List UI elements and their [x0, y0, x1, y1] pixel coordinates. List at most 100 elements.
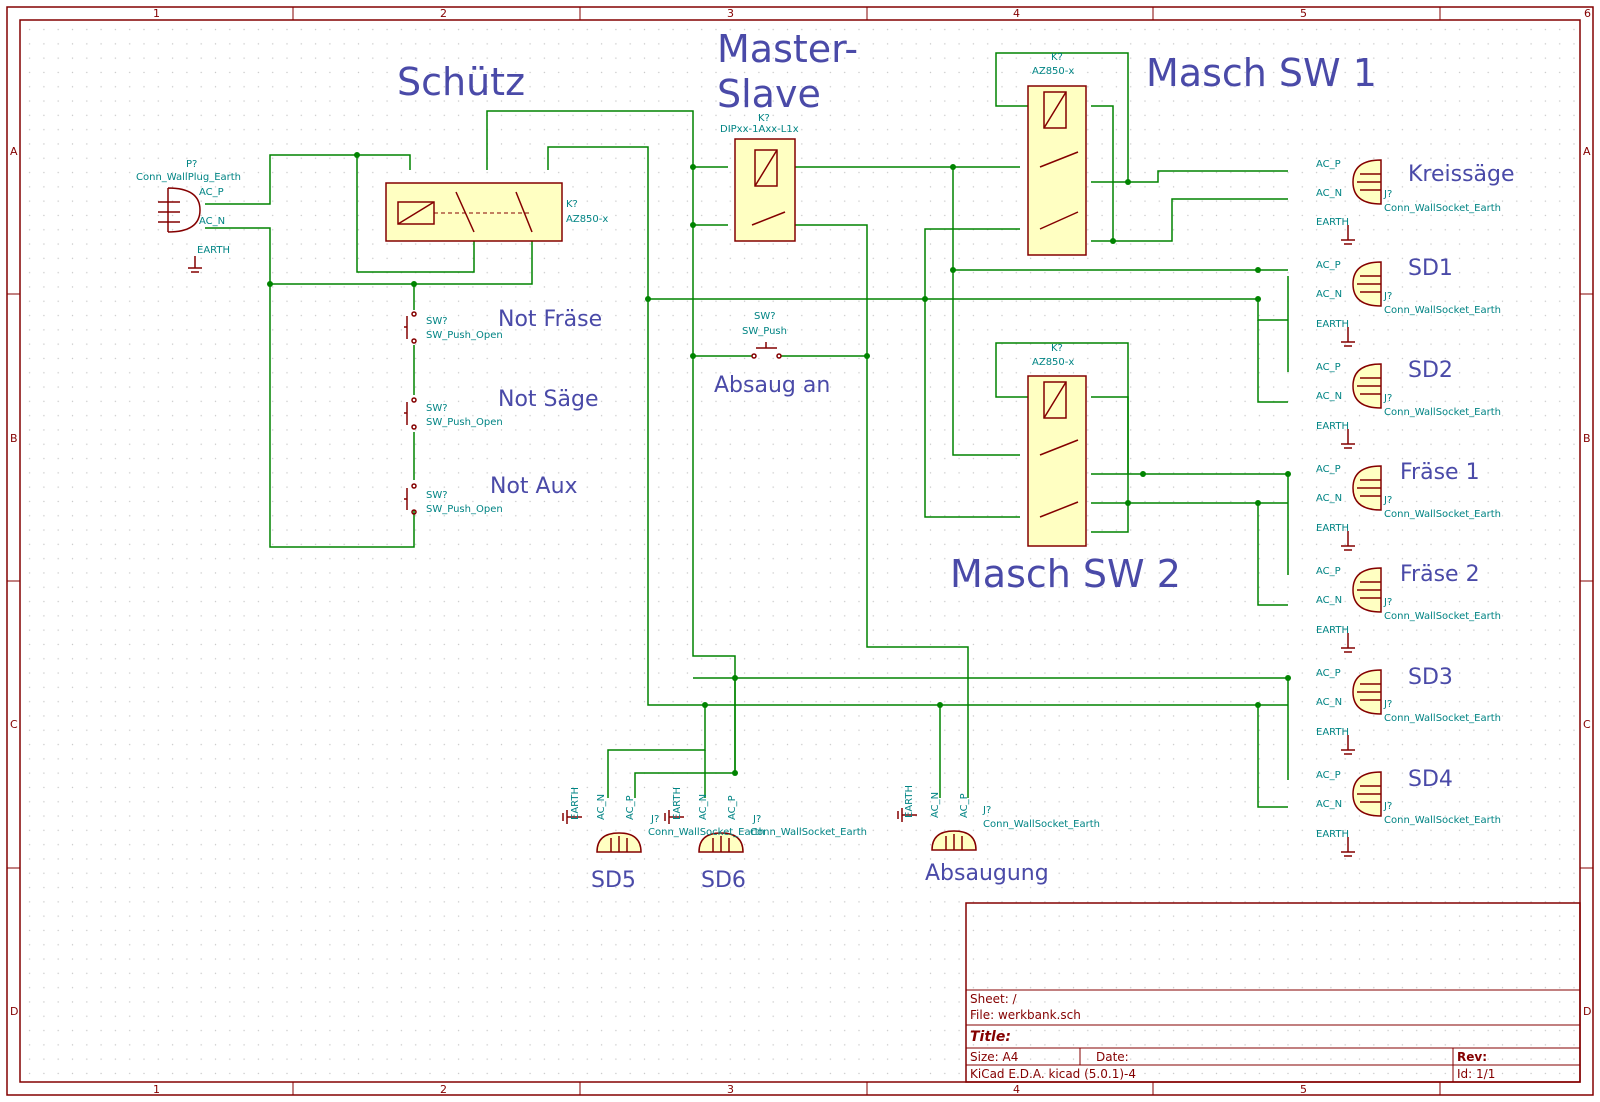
- label-not-fraese: Not Fräse: [498, 307, 602, 332]
- sd2-ref: J?: [1383, 393, 1392, 404]
- label-schuetz: Schütz: [397, 60, 525, 104]
- sd1-acp: AC_P: [1316, 260, 1341, 271]
- kreis-earth: EARTH: [1316, 217, 1349, 228]
- plug-value: Conn_WallPlug_Earth: [136, 172, 241, 183]
- fr1-acp: AC_P: [1316, 464, 1341, 475]
- sd6-ref: J?: [752, 814, 761, 825]
- tb-kicad: KiCad E.D.A. kicad (5.0.1)-4: [970, 1067, 1136, 1081]
- sd6-acp: AC_P: [727, 795, 738, 820]
- label-sd6: SD6: [701, 868, 746, 893]
- right-socket-labels: AC_P AC_N EARTH J? Conn_WallSocket_Earth…: [1316, 159, 1501, 840]
- label-sd5: SD5: [591, 868, 636, 893]
- socket-sd5[interactable]: [562, 810, 642, 853]
- sd5-acn: AC_N: [596, 794, 607, 820]
- tb-file: File: werkbank.sch: [970, 1008, 1081, 1022]
- tb-sheet: Sheet: /: [970, 992, 1018, 1006]
- tb-date: Date:: [1096, 1050, 1129, 1064]
- tb-rev: Rev:: [1457, 1050, 1487, 1064]
- kreis-value: Conn_WallSocket_Earth: [1384, 203, 1501, 214]
- master-slave-relay[interactable]: [734, 138, 796, 242]
- label-not-saege: Not Säge: [498, 387, 598, 412]
- sd2-acp: AC_P: [1316, 362, 1341, 373]
- socket-sd4[interactable]: [1341, 771, 1382, 857]
- sd3-ref: J?: [1383, 699, 1392, 710]
- socket-fraese1[interactable]: [1341, 465, 1382, 551]
- sd2-earth: EARTH: [1316, 421, 1349, 432]
- sd2-value: Conn_WallSocket_Earth: [1384, 407, 1501, 418]
- kreis-acn: AC_N: [1316, 188, 1342, 199]
- bottom-sockets: [562, 808, 977, 853]
- label-fraese2: Fräse 2: [1400, 562, 1480, 587]
- masch-sw2-relay[interactable]: [1027, 375, 1087, 547]
- not-aux-switch[interactable]: [404, 483, 417, 515]
- schuetz-ref: K?: [566, 199, 578, 210]
- sd3-acp: AC_P: [1316, 668, 1341, 679]
- sd6-acn: AC_N: [698, 794, 709, 820]
- masch-sw1-relay[interactable]: [1027, 85, 1087, 256]
- row-label-d-right: D: [1583, 1005, 1591, 1018]
- sd1-earth: EARTH: [1316, 319, 1349, 330]
- fr2-acp: AC_P: [1316, 566, 1341, 577]
- fr1-acn: AC_N: [1316, 493, 1342, 504]
- socket-absaugung[interactable]: [897, 808, 977, 851]
- plug-pin-acn: AC_N: [199, 216, 225, 227]
- abs-acn: AC_N: [930, 792, 941, 818]
- socket-sd3[interactable]: [1341, 669, 1382, 755]
- plug-pin-earth: EARTH: [197, 245, 230, 256]
- socket-sd2[interactable]: [1341, 363, 1382, 449]
- fr2-value: Conn_WallSocket_Earth: [1384, 611, 1501, 622]
- section-labels: Schütz Master- Slave Masch SW 1 Masch SW…: [397, 27, 1515, 893]
- col-label-2: 2: [440, 7, 447, 20]
- label-fraese1: Fräse 1: [1400, 460, 1480, 485]
- not-saege-switch[interactable]: [404, 397, 417, 430]
- label-not-aux: Not Aux: [490, 474, 578, 499]
- push-ref: SW?: [754, 311, 776, 322]
- sw1-ref: K?: [1051, 52, 1063, 63]
- tb-title: Title:: [970, 1029, 1011, 1045]
- abs-ref: J?: [982, 805, 991, 816]
- sd1-ref: J?: [1383, 291, 1392, 302]
- col-label-3: 3: [727, 7, 734, 20]
- row-label-c-right: C: [1583, 718, 1591, 731]
- abs-value: Conn_WallSocket_Earth: [983, 819, 1100, 830]
- sheet-frame: 1 2 3 4 5 6 1 2 3 4 5 A B C D A B C D: [6, 6, 1594, 1096]
- schuetz-relay[interactable]: [385, 182, 563, 242]
- junctions: [267, 152, 1291, 776]
- row-label-b: B: [10, 432, 18, 445]
- socket-sd1[interactable]: [1341, 261, 1382, 347]
- sd5-acp: AC_P: [625, 795, 636, 820]
- label-sd3: SD3: [1408, 665, 1453, 690]
- label-master: Master-: [717, 27, 858, 71]
- socket-kreissaege[interactable]: [1341, 159, 1382, 245]
- ms-value: DIPxx-1Axx-L1x: [720, 124, 799, 135]
- sd4-value: Conn_WallSocket_Earth: [1384, 815, 1501, 826]
- plug-pin-acp: AC_P: [199, 187, 224, 198]
- push-value: SW_Push: [742, 326, 787, 337]
- sw-fraese-value: SW_Push_Open: [426, 330, 503, 341]
- sw-saege-ref: SW?: [426, 403, 448, 414]
- label-slave: Slave: [717, 72, 821, 116]
- title-block: Sheet: / File: werkbank.sch Title: Size:…: [965, 902, 1581, 1083]
- col-label-4: 4: [1013, 7, 1020, 20]
- sd2-acn: AC_N: [1316, 391, 1342, 402]
- socket-sd6[interactable]: [664, 810, 744, 853]
- not-fraese-switch[interactable]: [404, 311, 417, 344]
- sw-fraese-ref: SW?: [426, 316, 448, 327]
- sw2-value: AZ850-x: [1032, 357, 1074, 368]
- schuetz-value: AZ850-x: [566, 214, 608, 225]
- sw-aux-ref: SW?: [426, 490, 448, 501]
- label-masch-sw2: Masch SW 2: [950, 552, 1181, 596]
- absaug-an-switch[interactable]: [751, 342, 782, 359]
- abs-earth: EARTH: [904, 785, 915, 818]
- socket-fraese2[interactable]: [1341, 567, 1382, 653]
- col-label-4-bottom: 4: [1013, 1083, 1020, 1096]
- fr1-value: Conn_WallSocket_Earth: [1384, 509, 1501, 520]
- label-sd1: SD1: [1408, 256, 1453, 281]
- fr1-earth: EARTH: [1316, 523, 1349, 534]
- row-label-b-right: B: [1583, 432, 1591, 445]
- ms-ref: K?: [758, 113, 770, 124]
- col-label-2-bottom: 2: [440, 1083, 447, 1096]
- wall-plug[interactable]: [158, 187, 202, 273]
- fr2-ref: J?: [1383, 597, 1392, 608]
